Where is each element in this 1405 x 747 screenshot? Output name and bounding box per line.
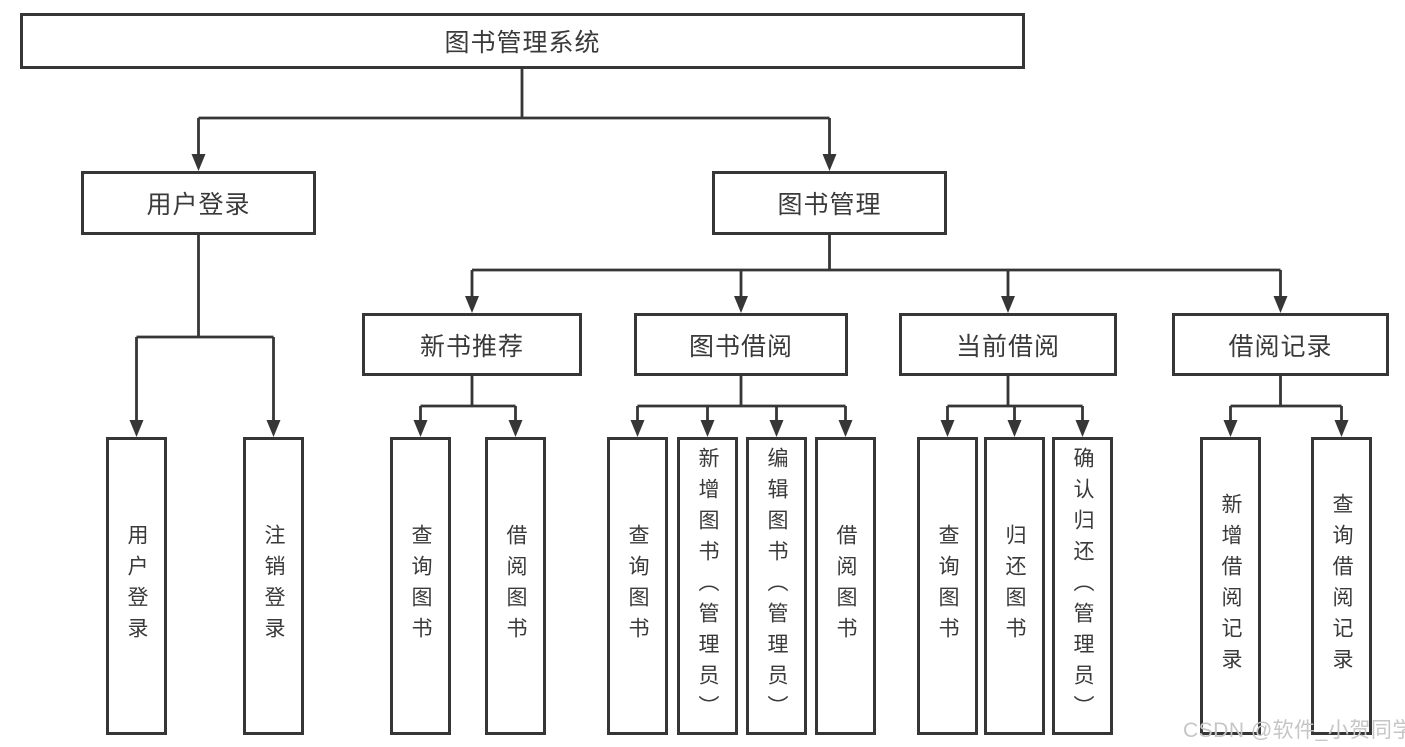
connector-new-book-recommendation-children [413,376,523,437]
connector-book-borrowing-children [630,376,853,437]
node-current-borrowing-label: 当前借阅 [955,332,1060,361]
node-new-book-recommendation: 新书推荐 [362,313,582,376]
node-leaf-user-login: 用户登录 [106,437,167,735]
node-leaf-confirm-return-admin: 确认归还（管理员） [1052,437,1113,735]
node-book-management: 图书管理 [712,171,947,235]
node-new-book-recommendation-label: 新书推荐 [419,332,524,361]
node-leaf-query-books-3-label: 查询图书 [936,524,960,648]
node-leaf-borrow-books-1-label: 借阅图书 [504,524,528,648]
node-current-borrowing: 当前借阅 [899,313,1117,376]
node-root-system-label: 图书管理系统 [444,29,601,57]
node-leaf-logout: 注销登录 [243,437,304,735]
node-book-borrowing-label: 图书借阅 [688,332,793,361]
connector-current-borrowing-children [940,376,1090,437]
node-book-borrowing: 图书借阅 [634,313,848,376]
node-leaf-query-borrow-record: 查询借阅记录 [1311,437,1372,735]
node-leaf-borrow-books-2: 借阅图书 [815,437,876,735]
node-borrowing-records: 借阅记录 [1172,313,1389,376]
node-leaf-edit-books-admin-label: 编辑图书（管理员） [765,446,789,726]
node-leaf-edit-books-admin: 编辑图书（管理员） [746,437,807,735]
node-user-login: 用户登录 [81,171,316,235]
node-leaf-add-books-admin-label: 新增图书（管理员） [696,446,720,726]
node-user-login-label: 用户登录 [146,191,251,219]
node-leaf-borrow-books-1: 借阅图书 [485,437,546,735]
node-leaf-logout-label: 注销登录 [262,524,286,648]
node-leaf-query-books-2-label: 查询图书 [626,524,650,648]
connector-root-to-level2 [191,69,837,171]
node-leaf-query-books-3: 查询图书 [917,437,978,735]
connector-borrowing-records-children [1223,376,1349,437]
node-leaf-query-books-2: 查询图书 [607,437,668,735]
node-leaf-confirm-return-admin-label: 确认归还（管理员） [1071,446,1095,726]
csdn-watermark: CSDN @软件_小贺同学 [1183,719,1405,742]
node-leaf-borrow-books-2-label: 借阅图书 [834,524,858,648]
node-leaf-query-borrow-record-label: 查询借阅记录 [1330,493,1354,679]
node-leaf-return-books: 归还图书 [984,437,1045,735]
node-borrowing-records-label: 借阅记录 [1228,332,1333,361]
node-leaf-add-books-admin: 新增图书（管理员） [677,437,738,735]
node-leaf-add-borrow-record-label: 新增借阅记录 [1219,493,1243,679]
connector-book-management-children [465,235,1288,313]
node-leaf-return-books-label: 归还图书 [1003,524,1027,648]
node-leaf-query-books-1-label: 查询图书 [409,524,433,648]
node-book-management-label: 图书管理 [777,191,882,219]
node-leaf-user-login-label: 用户登录 [125,524,149,648]
node-leaf-add-borrow-record: 新增借阅记录 [1200,437,1261,735]
node-root-system: 图书管理系统 [20,13,1025,69]
connector-user-login-children [129,235,281,437]
node-leaf-query-books-1: 查询图书 [390,437,451,735]
